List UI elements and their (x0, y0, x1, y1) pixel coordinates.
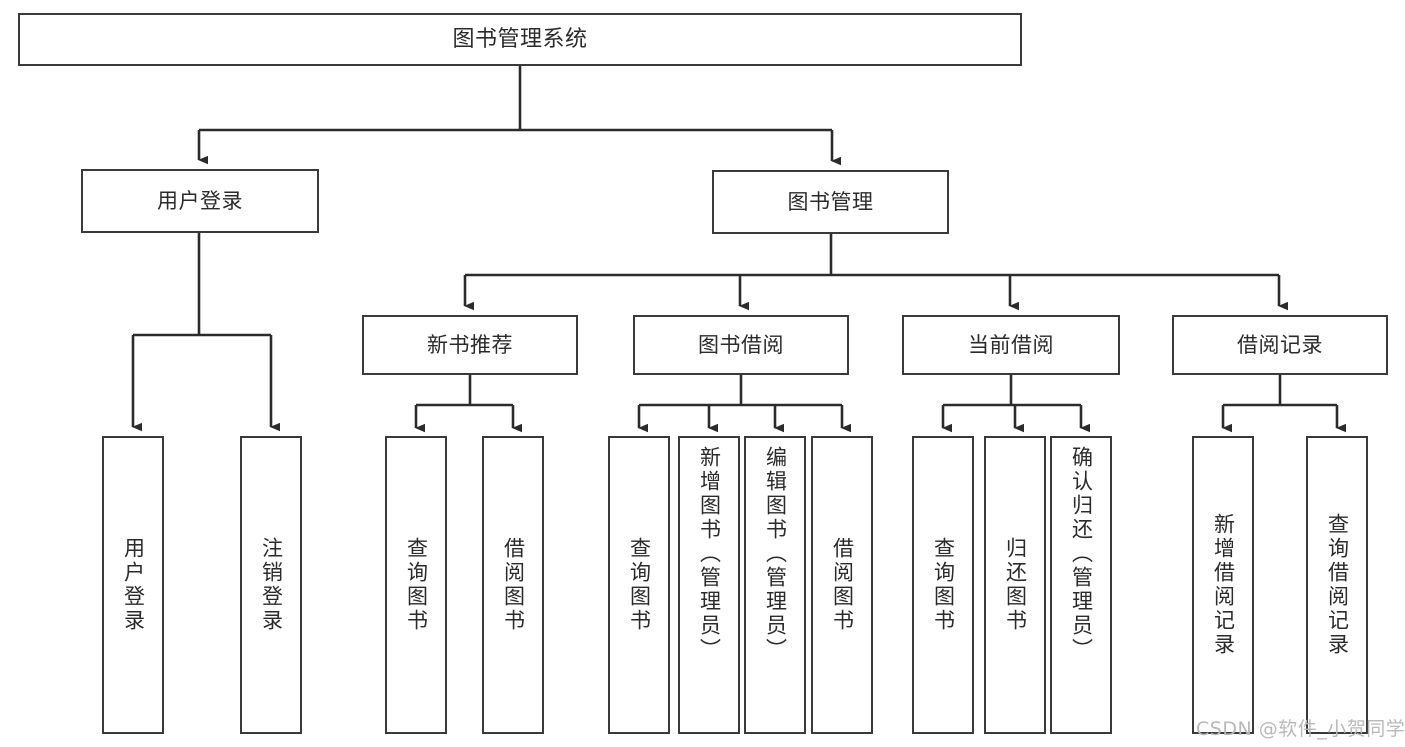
node-tier3-borrow-records[interactable]: 借阅记录 (1172, 315, 1388, 375)
node-label: 新增图书（管理员） (697, 446, 722, 662)
node-label: 新增借阅记录 (1211, 513, 1236, 657)
node-tier3-new-book-recommend[interactable]: 新书推荐 (362, 315, 578, 375)
node-label: 借阅图书 (501, 537, 526, 633)
node-label: 用户登录 (121, 537, 146, 633)
node-label: 查询图书 (627, 537, 652, 633)
node-leaf-add-book-admin[interactable]: 新增图书（管理员） (678, 436, 740, 734)
node-leaf-return-books[interactable]: 归还图书 (984, 436, 1046, 734)
node-root-system[interactable]: 图书管理系统 (18, 13, 1022, 66)
node-leaf-query-books-current[interactable]: 查询图书 (912, 436, 974, 734)
node-label: 新书推荐 (427, 332, 513, 357)
node-leaf-query-borrow-record[interactable]: 查询借阅记录 (1306, 436, 1368, 734)
node-leaf-user-login[interactable]: 用户登录 (102, 436, 164, 734)
node-tier2-book-management[interactable]: 图书管理 (712, 170, 949, 234)
node-label: 归还图书 (1003, 537, 1028, 633)
node-leaf-query-books-borrow[interactable]: 查询图书 (608, 436, 670, 734)
node-label: 查询图书 (931, 537, 956, 633)
node-label: 注销登录 (259, 537, 284, 633)
node-label: 查询图书 (404, 537, 429, 633)
node-leaf-logout[interactable]: 注销登录 (240, 436, 302, 734)
node-label: 确认归还（管理员） (1069, 446, 1094, 662)
node-label: 当前借阅 (968, 332, 1054, 357)
node-leaf-borrow-books-recommend[interactable]: 借阅图书 (482, 436, 544, 734)
node-tier3-current-borrow[interactable]: 当前借阅 (902, 315, 1120, 375)
node-label: 编辑图书（管理员） (763, 446, 788, 662)
node-tier2-user-login[interactable]: 用户登录 (81, 169, 319, 233)
node-leaf-query-books-recommend[interactable]: 查询图书 (385, 436, 447, 734)
node-label: 图书借阅 (698, 332, 784, 357)
node-label: 借阅记录 (1237, 332, 1323, 357)
node-leaf-add-borrow-record[interactable]: 新增借阅记录 (1192, 436, 1254, 734)
node-label: 图书管理系统 (452, 26, 588, 52)
node-tier3-book-borrow[interactable]: 图书借阅 (633, 315, 849, 375)
node-leaf-confirm-return-admin[interactable]: 确认归还（管理员） (1050, 436, 1112, 734)
node-label: 图书管理 (787, 189, 874, 214)
node-leaf-borrow-books[interactable]: 借阅图书 (811, 436, 873, 734)
csdn-watermark: CSDN @软件_小贺同学 (1196, 718, 1405, 740)
node-label: 借阅图书 (830, 537, 855, 633)
node-label: 查询借阅记录 (1325, 513, 1350, 657)
node-label: 用户登录 (157, 188, 243, 213)
node-leaf-edit-book-admin[interactable]: 编辑图书（管理员） (744, 436, 806, 734)
